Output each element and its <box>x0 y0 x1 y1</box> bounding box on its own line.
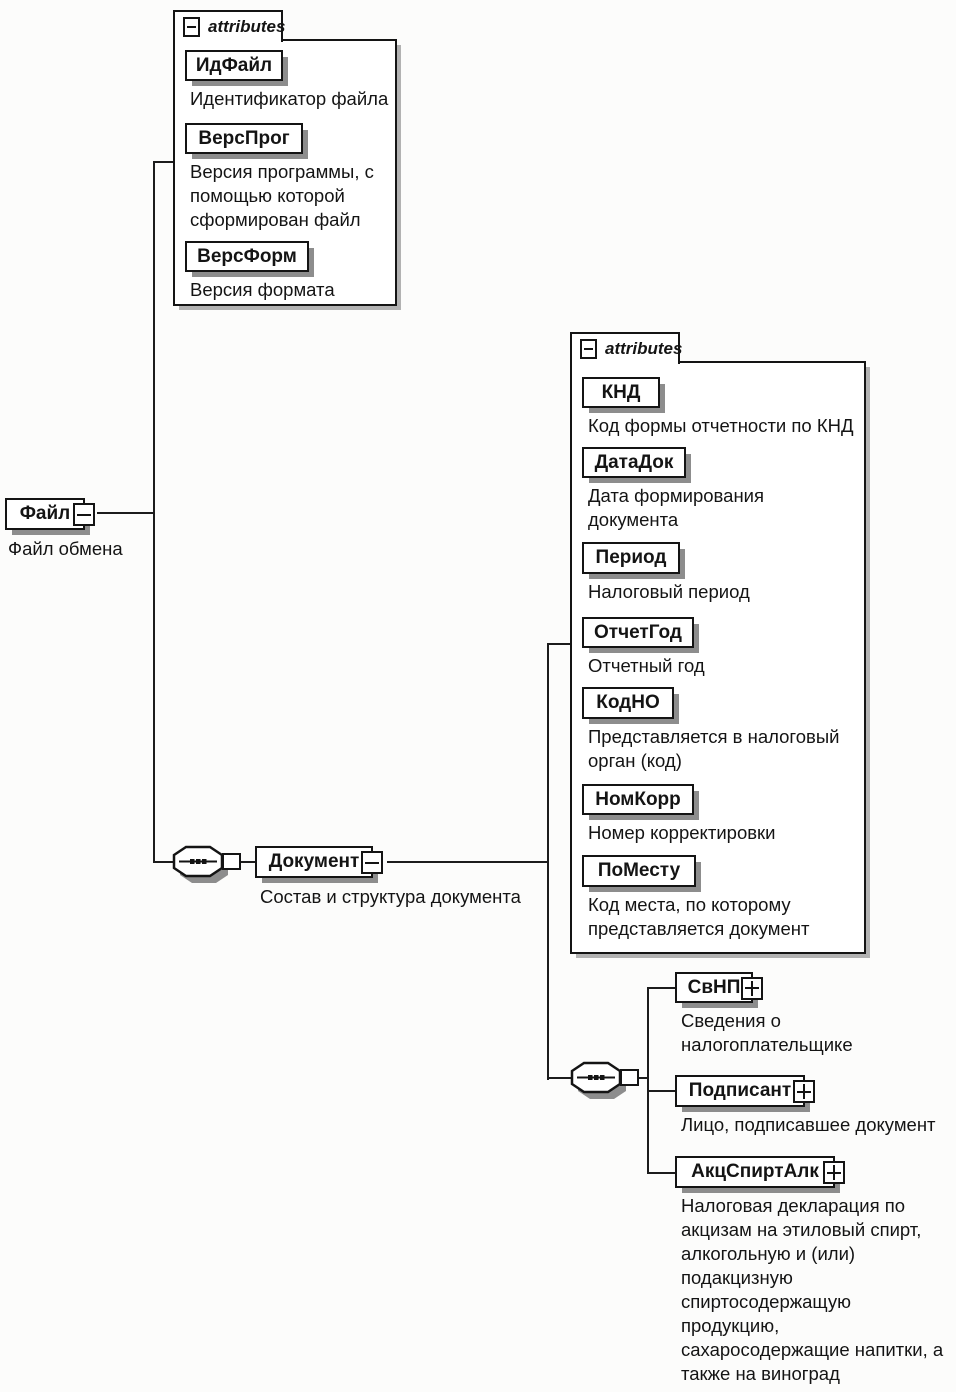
attribute-kodno[interactable]: КодНО <box>582 687 674 719</box>
attribute-datadok-label: ДатаДок <box>594 451 674 473</box>
child-element-podpisant[interactable]: Подписант <box>675 1075 815 1107</box>
attribute-versprog-description: Версия программы, с помощью которой сфор… <box>190 161 374 230</box>
attribute-kodno-label: КодНО <box>596 692 660 713</box>
attribute-datadok[interactable]: ДатаДок <box>582 447 686 478</box>
sequence-expand-box[interactable] <box>620 1069 639 1086</box>
attribute-period-description: Налоговый период <box>588 581 750 602</box>
document-element[interactable]: Документ <box>255 846 383 878</box>
child-element-podpisant-description: Лицо, подписавшее документ <box>681 1114 936 1135</box>
connector-line <box>547 643 549 1080</box>
connector-line <box>647 987 649 1174</box>
minus-glyph <box>187 26 196 28</box>
attribute-kodno-description: Представляется в налоговый орган (код) <box>588 726 840 771</box>
sequence-octagon <box>570 1061 626 1099</box>
minus-glyph <box>77 513 91 516</box>
attribute-idfile-description: Идентификатор файла <box>190 88 389 109</box>
attribute-period[interactable]: Период <box>582 542 680 574</box>
connector-line <box>547 1077 571 1079</box>
attribute-otchetgod[interactable]: ОтчетГод <box>582 617 694 648</box>
sequence-icon[interactable] <box>171 845 233 894</box>
child-element-svnp[interactable]: СвНП <box>675 972 763 1003</box>
connector-line <box>153 861 173 863</box>
attribute-pomestu-description: Код места, по которому представляется до… <box>588 894 810 939</box>
attribute-versform-label: ВерсФорм <box>197 245 297 267</box>
connector-line <box>97 512 153 514</box>
child-element-svnp-description: Сведения о налогоплательщике <box>681 1010 853 1055</box>
attribute-datadok-description: Дата формирования документа <box>588 485 765 530</box>
document-element-description: Состав и структура документа <box>260 886 521 907</box>
attribute-period-label: Период <box>595 547 667 568</box>
connector-line <box>154 161 175 163</box>
connector-line <box>153 161 155 863</box>
child-element-akcspirtalk-description: Налоговая декларация по акцизам на этило… <box>681 1195 944 1384</box>
connector-line <box>387 861 549 863</box>
expand-icon[interactable] <box>741 976 763 1000</box>
attribute-versform-description: Версия формата <box>190 279 335 300</box>
attribute-pomestu-label: ПоМесту <box>597 860 681 881</box>
sequence-icon[interactable] <box>569 1061 631 1110</box>
root-element-file-label: Файл <box>19 503 71 524</box>
attributes-tab[interactable]: attributes <box>173 10 286 42</box>
collapse-icon[interactable] <box>183 17 200 37</box>
attribute-otchetgod-label: ОтчетГод <box>594 621 682 643</box>
connector-line <box>636 1077 649 1079</box>
connector-line <box>647 1172 675 1174</box>
plus-glyph <box>803 1084 805 1099</box>
minus-glyph <box>365 861 379 864</box>
expand-icon[interactable] <box>793 1080 815 1103</box>
sequence-expand-box[interactable] <box>222 853 241 870</box>
expand-icon[interactable] <box>823 1161 845 1184</box>
sequence-octagon <box>172 845 228 883</box>
root-element-description: Файл обмена <box>8 538 123 559</box>
root-element-file[interactable]: Файл <box>5 498 95 530</box>
attribute-nomkorr-description: Номер корректировки <box>588 822 776 843</box>
connector-line <box>647 987 675 989</box>
attribute-versform[interactable]: ВерсФорм <box>185 241 309 272</box>
connector-line <box>647 1090 675 1092</box>
collapse-icon[interactable] <box>361 851 383 874</box>
attribute-versprog-label: ВерсПрог <box>198 127 290 149</box>
plus-glyph <box>833 1165 835 1180</box>
child-element-akcspirtalk-label: АкцСпиртАлк <box>691 1161 819 1182</box>
attribute-versprog[interactable]: ВерсПрог <box>185 123 303 154</box>
attribute-knd[interactable]: КНД <box>582 377 660 408</box>
attribute-idfile-label: ИдФайл <box>195 54 273 76</box>
connector-line <box>547 643 572 645</box>
attributes-tab-label: attributes <box>605 339 683 358</box>
root-attributes-group: attributes ИдФайл Идентификатор файла Ве… <box>173 10 397 306</box>
attributes-tab-label: attributes <box>208 17 286 36</box>
attributes-tab[interactable]: attributes <box>570 332 683 364</box>
plus-glyph <box>751 980 753 996</box>
connector-line <box>238 861 257 863</box>
collapse-icon[interactable] <box>73 503 95 526</box>
child-element-svnp-label: СвНП <box>687 976 741 998</box>
document-attributes-group: attributes КНД Код формы отчетности по К… <box>570 332 866 954</box>
attribute-otchetgod-description: Отчетный год <box>588 655 705 676</box>
collapse-icon[interactable] <box>580 339 597 359</box>
child-element-podpisant-label: Подписант <box>688 1080 792 1101</box>
minus-glyph <box>584 348 593 350</box>
attribute-pomestu[interactable]: ПоМесту <box>582 855 696 887</box>
attribute-idfile[interactable]: ИдФайл <box>185 50 283 81</box>
attribute-nomkorr[interactable]: НомКорр <box>582 784 694 815</box>
attribute-knd-description: Код формы отчетности по КНД <box>588 415 854 436</box>
document-element-label: Документ <box>268 851 360 872</box>
child-element-akcspirtalk[interactable]: АкцСпиртАлк <box>675 1156 845 1188</box>
attribute-nomkorr-label: НомКорр <box>595 788 681 810</box>
attribute-knd-label: КНД <box>601 381 641 403</box>
